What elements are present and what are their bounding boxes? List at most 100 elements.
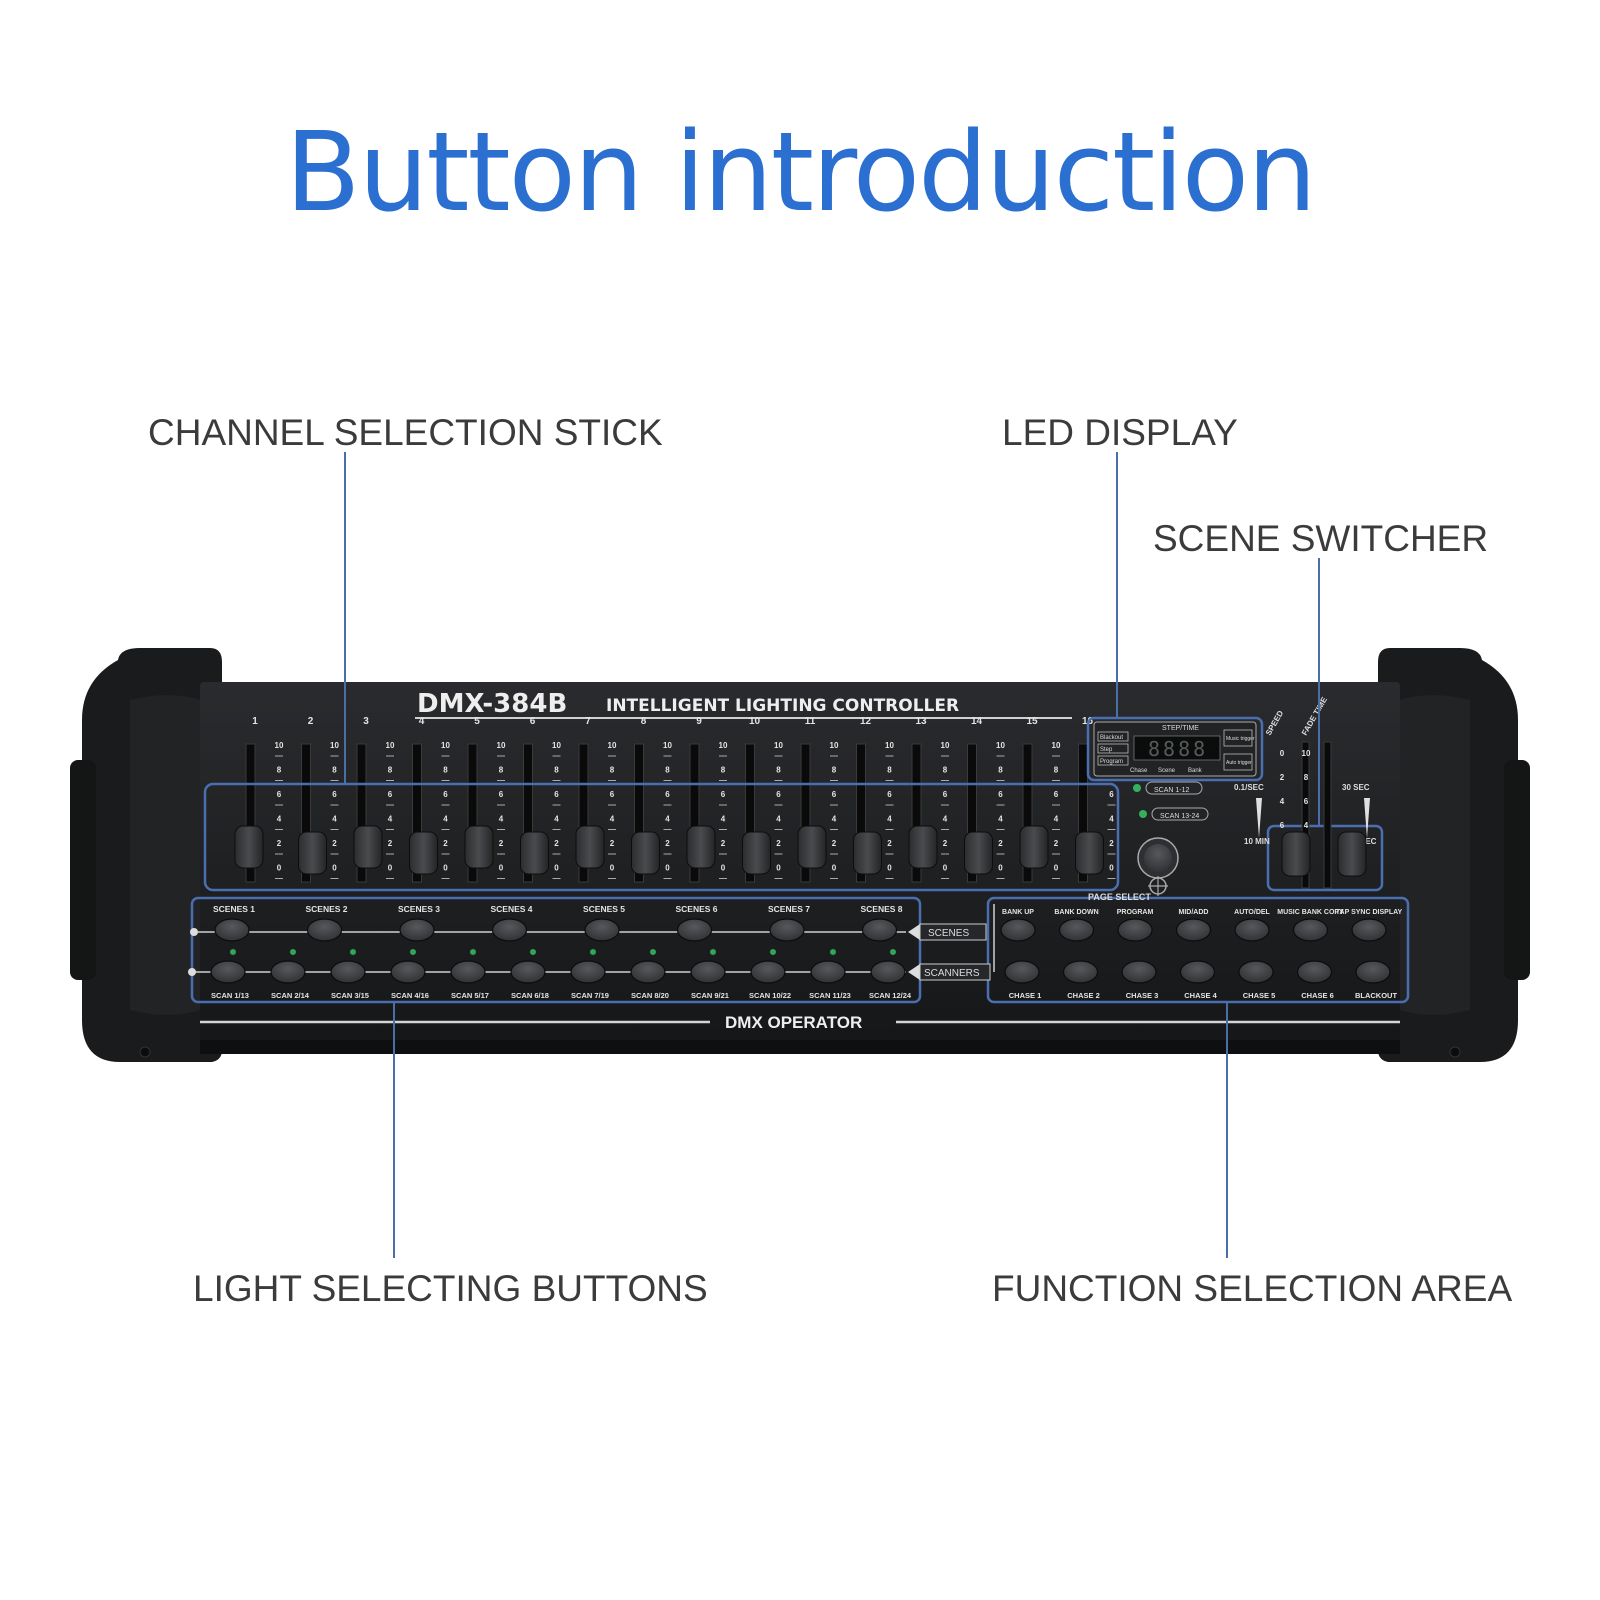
scan-button[interactable] — [330, 960, 366, 984]
channel-number: 1 — [252, 716, 258, 727]
scanners-bus-dot — [188, 968, 196, 976]
fader-scale-mark: 8 — [665, 766, 670, 775]
channel-fader-knob[interactable] — [631, 831, 660, 875]
fader-track — [967, 743, 977, 883]
channel-fader-knob[interactable] — [234, 825, 264, 869]
channel-number: 5 — [474, 716, 480, 727]
fader-scale-mark: 4 — [277, 815, 282, 824]
scan-button[interactable] — [810, 960, 846, 984]
function-top-button[interactable] — [1234, 918, 1270, 942]
scene-button[interactable] — [861, 918, 898, 942]
scan-button[interactable] — [450, 960, 486, 984]
channel-number: 8 — [641, 716, 647, 727]
channel-fader-knob[interactable] — [1075, 831, 1104, 875]
scene-button[interactable] — [584, 918, 620, 942]
channel-fader-knob[interactable] — [908, 825, 938, 869]
scene-label: SCENES 3 — [398, 904, 440, 914]
chase-label: CHASE 5 — [1243, 991, 1276, 1000]
scan-label: SCAN 12/24 — [869, 991, 912, 1000]
fader-scale-mark: 4 — [388, 815, 393, 824]
scan-13-24-label: SCAN 13-24 — [1160, 813, 1199, 820]
fader-scale-mark: 8 — [499, 766, 504, 775]
fader-scale-mark: 2 — [721, 839, 726, 848]
channel-fader-knob[interactable] — [298, 831, 327, 875]
channel-fader-knob[interactable] — [742, 831, 771, 875]
fader-scale-mark: 8 — [998, 766, 1003, 775]
channel-number: 15 — [1026, 716, 1038, 727]
scene-label: SCENES 6 — [675, 904, 717, 914]
scan-indicator-led — [530, 949, 536, 955]
fader-scale-mark: 6 — [721, 790, 726, 799]
fader-track — [689, 743, 700, 883]
scan-button[interactable] — [570, 960, 606, 984]
channel-fader-knob[interactable] — [1019, 825, 1049, 869]
scan-button[interactable] — [510, 960, 546, 984]
light-buttons-highlight — [190, 896, 922, 1004]
speed-fader-knob[interactable] — [1281, 831, 1311, 877]
speed-scale-mark: 4 — [1280, 797, 1285, 806]
scan-button[interactable] — [210, 960, 246, 984]
scan-button[interactable] — [270, 960, 306, 984]
fade-fader-knob[interactable] — [1337, 831, 1367, 877]
scan-button[interactable] — [690, 960, 726, 984]
function-top-button[interactable] — [1351, 918, 1387, 942]
chase-label: BLACKOUT — [1355, 991, 1397, 1000]
channel-fader-knob[interactable] — [409, 831, 438, 875]
channel-fader-knob[interactable] — [353, 825, 383, 869]
scene-button[interactable] — [399, 918, 435, 942]
speed-scale-mark: 2 — [1280, 773, 1285, 782]
function-top-button[interactable] — [1058, 918, 1095, 942]
function-top-button[interactable] — [1175, 918, 1212, 942]
function-bottom-button[interactable] — [1004, 960, 1040, 984]
scene-button[interactable] — [491, 918, 528, 942]
page-select-label: PAGE SELECT — [1088, 892, 1151, 902]
function-bottom-button[interactable] — [1179, 960, 1216, 984]
channel-fader-knob[interactable] — [575, 825, 605, 869]
scene-button[interactable] — [769, 918, 805, 942]
fader-track — [578, 743, 589, 883]
scan-label: SCAN 7/19 — [571, 991, 609, 1000]
callout-channel-selection-stick: CHANNEL SELECTION STICK — [148, 412, 663, 453]
fader-scale-mark: 10 — [386, 741, 395, 750]
function-bottom-button[interactable] — [1355, 960, 1391, 984]
page-select-knob[interactable] — [1137, 837, 1179, 896]
scan-button[interactable] — [750, 960, 786, 984]
footer-label: DMX OPERATOR — [725, 1013, 862, 1032]
function-bottom-button[interactable] — [1296, 960, 1333, 984]
channel-fader-knob[interactable] — [964, 831, 993, 875]
led-bank: Bank — [1188, 768, 1203, 774]
scan-button[interactable] — [390, 960, 426, 984]
fade-max: SEC — [1360, 837, 1377, 846]
scene-button[interactable] — [306, 918, 343, 942]
scan-1-12-label: SCAN 1-12 — [1154, 787, 1190, 794]
function-bottom-button[interactable] — [1238, 960, 1274, 984]
function-bottom-button[interactable] — [1121, 960, 1157, 984]
function-top-button[interactable] — [1000, 918, 1036, 942]
fader-track — [800, 743, 811, 883]
scan-button[interactable] — [630, 960, 666, 984]
fader-scale-mark: 10 — [441, 741, 450, 750]
function-bottom-button[interactable] — [1062, 960, 1099, 984]
scan-button[interactable] — [870, 960, 906, 984]
function-label: TAP SYNC DISPLAY — [1336, 909, 1403, 916]
led-step-time: STEP/TIME — [1162, 725, 1199, 732]
fader-scale-mark: 6 — [998, 790, 1003, 799]
speed-max: 10 MIN — [1244, 837, 1270, 846]
function-top-button[interactable] — [1117, 918, 1153, 942]
fader-scale-mark: 2 — [998, 839, 1003, 848]
fader-scale-mark: 6 — [665, 790, 670, 799]
fader-scale-mark: 10 — [275, 741, 284, 750]
scan-label: SCAN 2/14 — [271, 991, 310, 1000]
channel-fader-knob[interactable] — [686, 825, 716, 869]
scene-button[interactable] — [676, 918, 713, 942]
channel-fader-knob[interactable] — [520, 831, 549, 875]
function-top-button[interactable] — [1292, 918, 1329, 942]
fader-scale-mark: 6 — [776, 790, 781, 799]
channel-fader-knob[interactable] — [853, 831, 882, 875]
scan-label: SCAN 3/15 — [331, 991, 369, 1000]
channel-fader-knob[interactable] — [464, 825, 494, 869]
scene-button[interactable] — [214, 918, 250, 942]
channel-fader-knob[interactable] — [797, 825, 827, 869]
channel-number: 11 — [805, 716, 816, 727]
scan-indicator-led — [590, 949, 596, 955]
